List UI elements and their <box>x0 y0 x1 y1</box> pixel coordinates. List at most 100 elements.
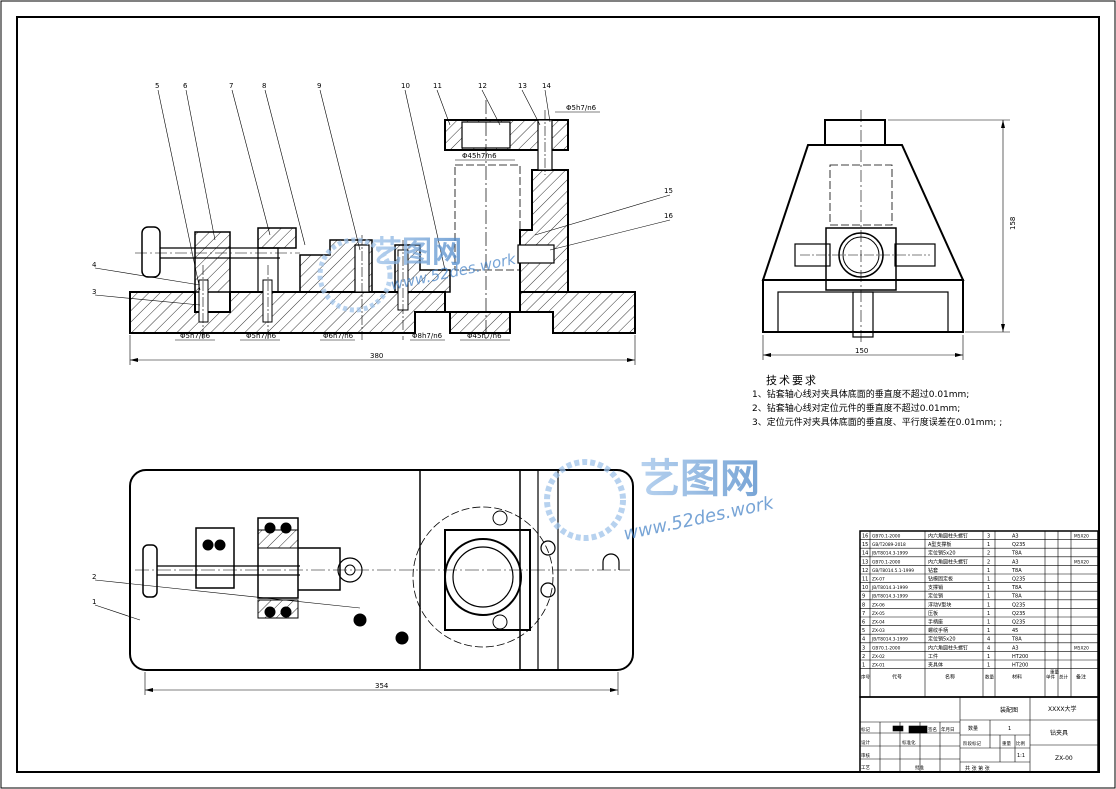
bom-row-material: A3 <box>1012 559 1019 565</box>
balloon: 3 <box>92 288 96 296</box>
bom-row-name: 手柄座 <box>928 619 943 626</box>
balloon: 16 <box>664 212 673 220</box>
school-name: XXXX大学 <box>1048 705 1076 713</box>
assembly-label: 装配图 <box>1000 706 1018 714</box>
balloon: 12 <box>478 82 487 90</box>
bom-row-name: 钻模固定板 <box>928 576 953 583</box>
bom-row-qty: 1 <box>987 611 990 617</box>
bom-row-material: T8A <box>1011 551 1022 557</box>
bom-row-no: 11 <box>862 577 868 583</box>
bom-row-name: 定位销5x20 <box>928 550 956 557</box>
bom-row-no: 1 <box>862 663 865 669</box>
bom-row-material: Q235 <box>1012 611 1025 617</box>
bom-row-name: 内六角圆柱头螺钉 <box>928 644 968 651</box>
balloon: 14 <box>542 82 551 90</box>
bom-row-note: M5X20 <box>1074 645 1089 651</box>
watermark-text-2: 艺图网 <box>640 456 760 502</box>
std-label: 标准化 <box>902 739 916 746</box>
bom-row-qty: 1 <box>987 654 990 660</box>
title-block-text: 装配图 XXXX大学 钻夹具 ZX-00 数量 1 阶段标记 重量 比例 1:1… <box>861 705 1076 772</box>
bom-row-material: A3 <box>1012 645 1019 651</box>
fit-label-4: Φ8h7/n6 <box>412 332 443 340</box>
bom-row-qty: 2 <box>987 551 990 557</box>
bom-row-material: Q235 <box>1012 542 1025 548</box>
bom-row-material: Q235 <box>1012 620 1025 626</box>
bom-row-no: 2 <box>862 654 865 660</box>
bom-header-unit: 单件 <box>1046 674 1055 681</box>
tech-line-1: 1、钻套轴心线对夹具体底面的垂直度不超过0.01mm; <box>752 390 970 400</box>
dim-side-height: 158 <box>1009 217 1017 230</box>
balloon: 11 <box>433 82 442 90</box>
bom-row-material: T8A <box>1011 568 1022 574</box>
bom-row-qty: 1 <box>987 568 990 574</box>
part-balloons: 5 6 7 8 9 10 11 12 13 14 4 3 15 16 2 1 <box>92 82 673 606</box>
bom-row-qty: 3 <box>987 534 990 540</box>
bom-row-code: ZX-04 <box>872 620 885 626</box>
tech-line-2: 2、钻套轴心线对定位元件的垂直度不超过0.01mm; <box>752 404 961 414</box>
date-label: 年月日 <box>941 726 955 733</box>
bom-row-code: GB/T8014.5.1-1999 <box>872 568 914 574</box>
dim-side-width: 150 <box>855 347 868 355</box>
bom-row-material: A3 <box>1012 534 1019 540</box>
bom-row-code: GB70.1-2000 <box>872 645 901 651</box>
bom-row-material: HT200 <box>1012 654 1028 660</box>
top-view <box>94 469 634 695</box>
bom-row-no: 13 <box>862 559 868 565</box>
fit-label-7: Φ5h7/n6 <box>566 104 597 112</box>
bom-header-total: 总计 <box>1059 674 1068 681</box>
balloon: 5 <box>155 82 159 90</box>
balloon: 4 <box>92 261 97 269</box>
bom-row-no: 6 <box>862 620 865 626</box>
bom-header-code: 代号 <box>892 674 902 681</box>
bom-row-no: 14 <box>862 551 868 557</box>
bom-row-name: 螺纹手柄 <box>928 627 948 634</box>
qty-label: 数量 <box>968 725 978 732</box>
bom-row-no: 9 <box>862 594 865 600</box>
bom-row-qty: 1 <box>987 628 990 634</box>
front-view <box>94 89 671 365</box>
bom-row-code: ZX-07 <box>872 577 885 583</box>
row-label-mark: 标记 <box>861 726 870 733</box>
sign-label: 签名 <box>928 726 937 733</box>
bom-row-code: GB/T2089-2018 <box>872 542 906 548</box>
fit-label-1: Φ5h7/n6 <box>180 332 211 340</box>
part-name: 钻夹具 <box>1050 729 1068 737</box>
bom-row-qty: 4 <box>987 645 990 651</box>
fit-label-5: Φ45h7/n6 <box>467 332 502 340</box>
bom-row-name: 定位销 <box>928 593 943 600</box>
title-block <box>859 696 1099 773</box>
bom-row-code: JB/T8014.3-1999 <box>871 585 908 591</box>
bom-row-material: Q235 <box>1012 577 1025 583</box>
bom-header-no: 序号 <box>861 674 870 681</box>
technical-requirements: 技术要求 1、钻套轴心线对夹具体底面的垂直度不超过0.01mm; 2、钻套轴心线… <box>752 374 1002 430</box>
tech-line-3: 3、定位元件对夹具体底面的垂直度、平行度误差在0.01mm; ; <box>752 418 1003 428</box>
bom-row-material: Q235 <box>1012 602 1025 608</box>
bom-row-code: ZX-05 <box>872 611 885 617</box>
balloon: 7 <box>229 82 233 90</box>
balloon: 15 <box>664 187 673 195</box>
bom-row-code: ZX-01 <box>872 663 885 669</box>
balloon: 8 <box>262 82 266 90</box>
bom-row-name: A型支撑板 <box>928 541 951 548</box>
fit-label-6: Φ45h7/n6 <box>462 152 497 160</box>
bom-row-material: T8A <box>1011 594 1022 600</box>
bom-row-no: 10 <box>862 585 868 591</box>
fit-label-2: Φ5h7/n6 <box>246 332 277 340</box>
bom-row-name: 内六角圆柱头螺钉 <box>928 558 968 565</box>
bom-row-no: 16 <box>862 534 868 540</box>
bom-header-weight: 重量 <box>1050 669 1059 676</box>
balloon: 6 <box>183 82 188 90</box>
dim-top-width: 354 <box>375 682 389 690</box>
row-label-design: 设计 <box>861 739 870 746</box>
bom-row-no: 3 <box>862 645 865 651</box>
bom-row-qty: 1 <box>987 577 990 583</box>
qty-value: 1 <box>1008 726 1011 732</box>
bom-row-name: 定位销5x20 <box>928 636 956 643</box>
bom-row-qty: 1 <box>987 602 990 608</box>
bom-row-name: 夹具体 <box>928 662 943 669</box>
tech-title: 技术要求 <box>766 374 818 387</box>
bom-row-name: 钻套 <box>928 567 938 574</box>
approve-label: 批准 <box>915 764 924 771</box>
